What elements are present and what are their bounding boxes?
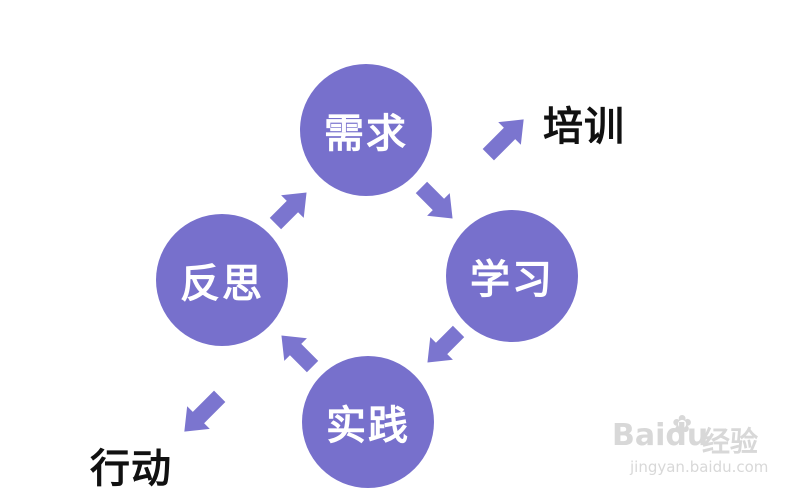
output-action-label: 行动 <box>90 446 172 492</box>
output-training-label: 培训 <box>543 104 625 150</box>
node-practice: 实践 <box>302 356 434 488</box>
watermark-brand: Baidu <box>612 418 709 453</box>
arrow-practice-to-reflection <box>281 335 319 373</box>
watermark-url: jingyan.baidu.com <box>630 458 769 476</box>
node-demand-label: 需求 <box>324 111 408 157</box>
node-demand: 需求 <box>300 64 432 196</box>
node-reflection-label: 反思 <box>180 261 264 307</box>
node-reflection: 反思 <box>156 214 288 346</box>
node-learning: 学习 <box>446 210 578 342</box>
watermark-product: 经验 <box>702 425 759 458</box>
node-practice-label: 实践 <box>326 403 410 449</box>
watermark-paw-icon: ✿ <box>672 410 693 438</box>
arrow-reflection-to-demand <box>269 192 307 230</box>
node-learning-label: 学习 <box>470 257 554 303</box>
arrow-to-action <box>184 390 226 432</box>
arrow-to-training <box>482 119 524 161</box>
arrow-demand-to-learning <box>415 181 453 219</box>
arrow-learning-to-practice <box>427 325 465 363</box>
